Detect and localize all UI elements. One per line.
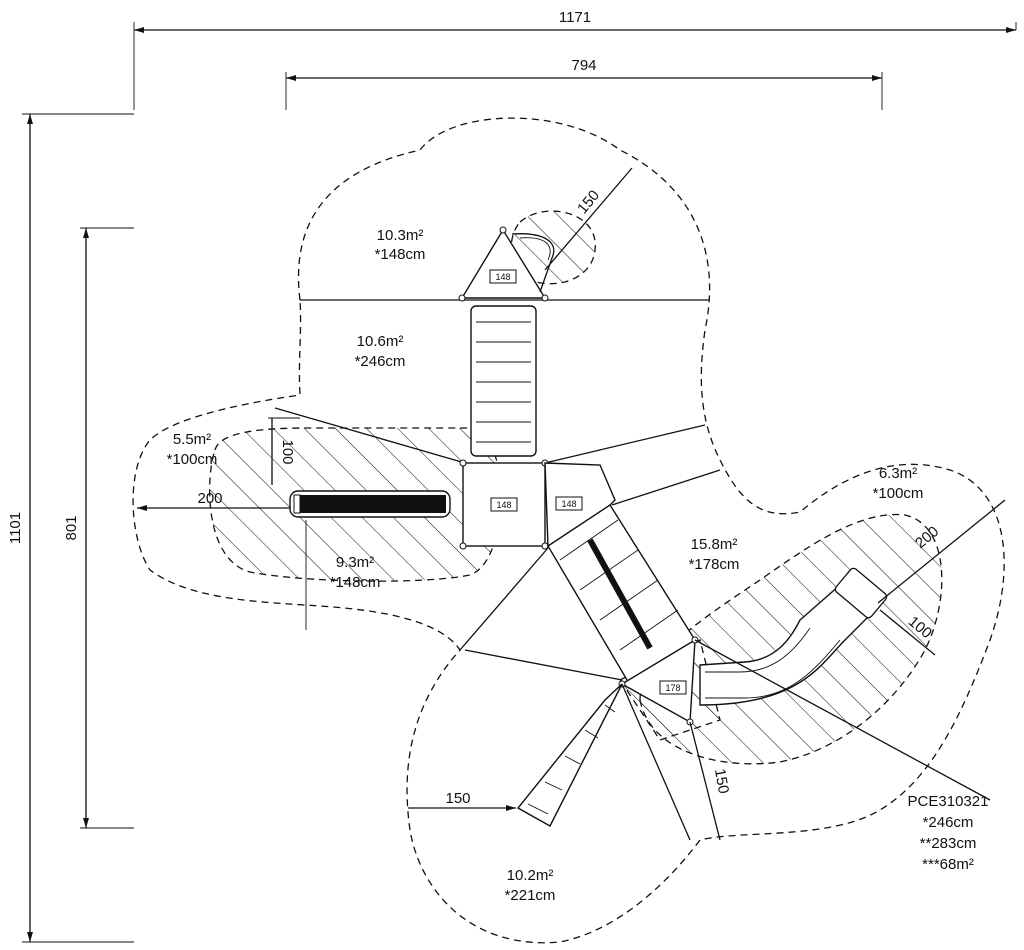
product-height-1: *246cm: [923, 814, 974, 831]
bottom-triangle-platform: 178: [618, 636, 699, 726]
bar-clearance-dimensions: 100 200: [137, 417, 307, 630]
zone-height: *221cm: [505, 887, 556, 904]
zone-height: *100cm: [873, 485, 924, 502]
product-info: PCE310321 *246cm **283cm ***68m²: [908, 793, 989, 873]
overall-width-label: 1171: [559, 9, 591, 26]
zone-height: *148cm: [330, 574, 381, 591]
clearance-label: 200: [197, 490, 222, 507]
horizontal-climbing-bar: [289, 490, 451, 518]
platform-height-tag: 148: [495, 272, 510, 282]
zone-label-bottom: 10.2m² *221cm: [505, 867, 556, 904]
dimension-inner-width: 794: [285, 57, 883, 110]
inner-height-label: 801: [63, 515, 80, 540]
platform-height-tag: 148: [561, 499, 576, 509]
platform-height-tag: 178: [665, 683, 680, 693]
zone-area: 5.5m²: [173, 431, 211, 448]
zone-height: *246cm: [355, 353, 406, 370]
center-square-platform: 148: [459, 459, 549, 550]
zone-label-right: 6.3m² *100cm: [873, 465, 924, 502]
inner-width-label: 794: [571, 57, 596, 74]
zone-area: 9.3m²: [336, 554, 374, 571]
zone-label-center: 15.8m² *178cm: [689, 536, 740, 573]
platform-height-tag: 148: [496, 500, 511, 510]
clearance-label: 100: [279, 439, 296, 464]
overall-height-label: 1101: [7, 512, 24, 544]
right-curved-slide: [699, 567, 888, 706]
product-code: PCE310321: [908, 793, 989, 810]
clearance-label: 150: [574, 187, 603, 217]
zone-label-top: 10.3m² *148cm: [375, 227, 426, 263]
zone-area: 6.3m²: [879, 465, 917, 482]
zone-area: 10.3m²: [377, 227, 424, 244]
top-slide: [511, 233, 555, 293]
product-area: ***68m²: [922, 856, 974, 873]
zone-height: *148cm: [375, 246, 426, 263]
dimension-overall-width: 1171: [133, 9, 1017, 110]
ladder-clearance-dimension: 150: [408, 790, 516, 811]
zone-label-upper: 10.6m² *246cm: [355, 333, 406, 370]
slide2-clearance-dimension: 150: [621, 683, 732, 841]
top-triangle-platform: 148: [458, 226, 549, 302]
dimension-overall-height: 1101: [7, 113, 134, 943]
clearance-label: 150: [711, 767, 732, 795]
product-height-2: **283cm: [920, 835, 977, 852]
zone-area: 10.2m²: [507, 867, 554, 884]
clearance-label: 150: [445, 790, 470, 807]
bottom-ladder: [516, 683, 623, 827]
zone-area: 10.6m²: [357, 333, 404, 350]
zone-height: *100cm: [167, 451, 218, 468]
zone-height: *178cm: [689, 556, 740, 573]
zone-label-left: 5.5m² *100cm: [167, 431, 218, 468]
dimension-inner-height: 801: [63, 227, 134, 829]
ladder-bridge: [470, 305, 537, 457]
zone-label-bar: 9.3m² *148cm: [330, 554, 381, 591]
zone-area: 15.8m²: [691, 536, 738, 553]
safety-zone-outline: [132, 117, 1005, 944]
